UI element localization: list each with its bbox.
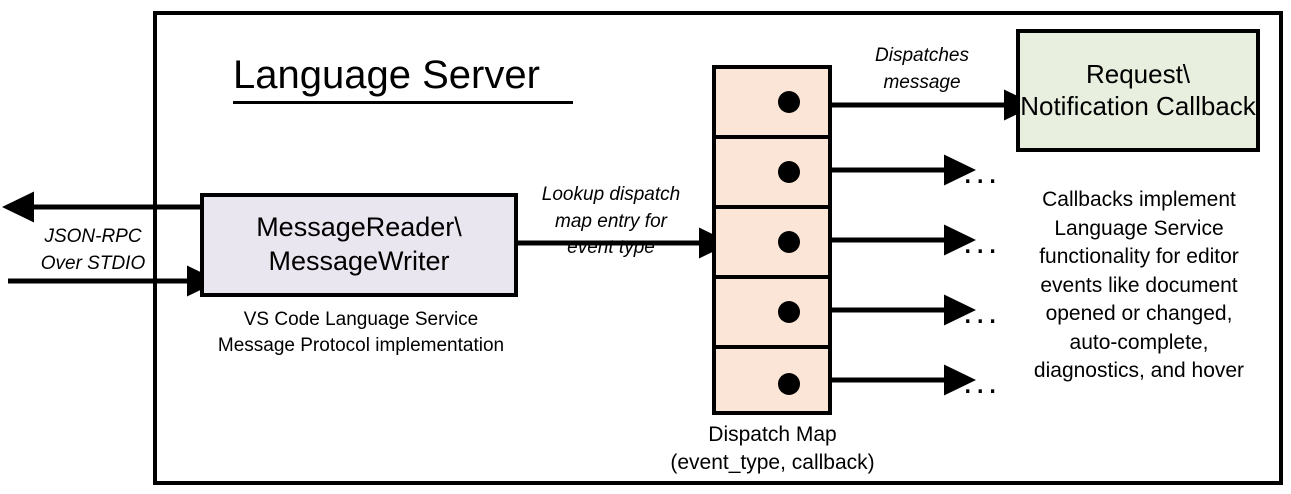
- node-request-notification-callback-label: Request\ Notification Callback: [1020, 58, 1256, 121]
- dispatch-map-row[interactable]: [716, 349, 828, 419]
- dispatch-map-table[interactable]: [712, 65, 832, 415]
- edge-label-lookup-dispatch: Lookup dispatch map entry for event type: [541, 184, 681, 259]
- filled-dot-icon: [778, 301, 800, 323]
- node-message-reader-writer-caption: VS Code Language Service Message Protoco…: [217, 309, 505, 356]
- node-request-notification-callback-caption: Callbacks implement Language Service fun…: [1033, 188, 1245, 383]
- page-title: Language Server: [233, 52, 573, 105]
- edge-label-dispatches-message: Dispatches message: [875, 45, 969, 93]
- ellipsis-row-5: ...: [963, 363, 1001, 401]
- filled-dot-icon: [778, 231, 800, 253]
- filled-dot-icon: [778, 91, 800, 113]
- dispatch-map-row[interactable]: [716, 69, 828, 139]
- dispatch-map-row[interactable]: [716, 139, 828, 209]
- jsonrpc-label: JSON-RPC Over STDIO: [40, 226, 146, 274]
- filled-dot-icon: [778, 161, 800, 183]
- node-message-reader-writer[interactable]: MessageReader\ MessageWriter: [200, 193, 518, 297]
- dispatch-map-caption: Dispatch Map (event_type, callback): [670, 423, 875, 475]
- node-message-reader-writer-label: MessageReader\ MessageWriter: [256, 212, 462, 276]
- dispatch-map-row[interactable]: [716, 209, 828, 279]
- node-request-notification-callback[interactable]: Request\ Notification Callback: [1016, 29, 1260, 152]
- ellipsis-row-4: ...: [963, 293, 1001, 331]
- filled-dot-icon: [778, 373, 800, 395]
- dispatch-map-row[interactable]: [716, 279, 828, 349]
- ellipsis-row-3: ...: [963, 223, 1001, 261]
- language-server-boundary: [153, 11, 1283, 485]
- ellipsis-row-2: ...: [963, 153, 1001, 191]
